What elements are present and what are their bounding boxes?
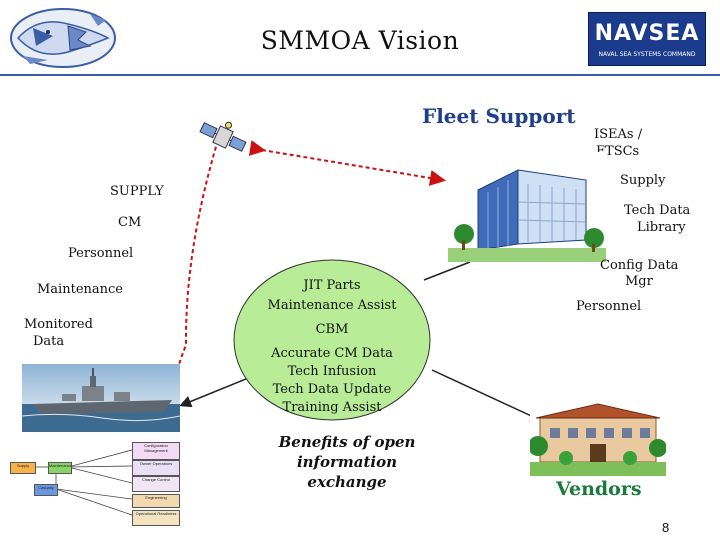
small-box-casualty: Casualty (34, 484, 58, 496)
small-box-maintenance: Maintenance (48, 462, 72, 474)
maintenance-assist-label: Maintenance Assist (267, 298, 397, 313)
small-box-owner-operations: Owner Operations (132, 460, 180, 476)
config-data-mgr-label-1: Config Data (600, 258, 679, 273)
small-process-diagram: Configuration Management Supply Maintena… (8, 436, 188, 532)
tech-data-update-label: Tech Data Update (272, 382, 392, 397)
supply-ship-label: SUPPLY (110, 184, 164, 199)
ftscs-label: FTSCs (596, 144, 640, 159)
personnel-fleet-label: Personnel (576, 299, 642, 314)
globe-fish-logo-icon (10, 8, 116, 68)
page-number: 8 (662, 520, 670, 535)
vendors-title: Vendors (556, 478, 642, 500)
small-box-engineering: Engineering (132, 494, 180, 508)
small-box-config-mgmt: Configuration Management (132, 442, 180, 460)
maintenance-label: Maintenance (37, 282, 123, 297)
satellite-icon (198, 114, 248, 160)
navsea-logo-text: NAVSEA (594, 21, 700, 46)
tech-data-library-label-1: Tech Data (624, 203, 691, 218)
vendors-building-image (528, 400, 667, 476)
small-box-supply: Supply (10, 462, 36, 474)
fleet-support-building-image (448, 152, 606, 262)
tech-data-library-label-2: Library (637, 220, 686, 235)
monitored-data-label-1: Monitored (24, 317, 93, 332)
cm-label: CM (118, 215, 142, 230)
config-data-mgr-label-2: Mgr (625, 274, 653, 289)
benefits-line-2: information exchange (296, 453, 398, 491)
iseas-label: ISEAs / (594, 127, 643, 142)
building-ellipse-line (423, 261, 471, 281)
satellite-building-link (248, 140, 446, 186)
benefits-caption: Benefits of open information exchange (262, 432, 432, 492)
small-box-change-control: Change Control (132, 476, 180, 492)
jit-parts-label: JIT Parts (303, 278, 361, 293)
center-benefits-ellipse: JIT Parts Maintenance Assist CBM Accurat… (232, 258, 432, 422)
fleet-support-title: Fleet Support (422, 104, 576, 128)
benefits-line-1: Benefits of open (278, 433, 416, 451)
cbm-label: CBM (315, 322, 349, 337)
ellipse-vendors-arrow (431, 369, 543, 422)
smmoa-logo (8, 6, 118, 70)
small-box-operational-readiness: Operational Readiness (132, 510, 180, 526)
navsea-logo-subtext: NAVAL SEA SYSTEMS COMMAND (598, 51, 696, 58)
navsea-logo: NAVSEA NAVAL SEA SYSTEMS COMMAND (588, 12, 706, 66)
personnel-ship-label: Personnel (68, 246, 134, 261)
navy-ship-image (21, 364, 181, 432)
monitored-data-label-2: Data (33, 334, 65, 349)
accurate-cm-data-label: Accurate CM Data (271, 346, 393, 361)
supply-fleet-label: Supply (620, 173, 666, 188)
header-divider (0, 74, 720, 76)
page-title: SMMOA Vision (260, 26, 460, 55)
training-assist-label: Training Assist (282, 400, 382, 415)
satellite-ship-link (164, 139, 219, 404)
tech-infusion-label: Tech Infusion (287, 364, 377, 379)
